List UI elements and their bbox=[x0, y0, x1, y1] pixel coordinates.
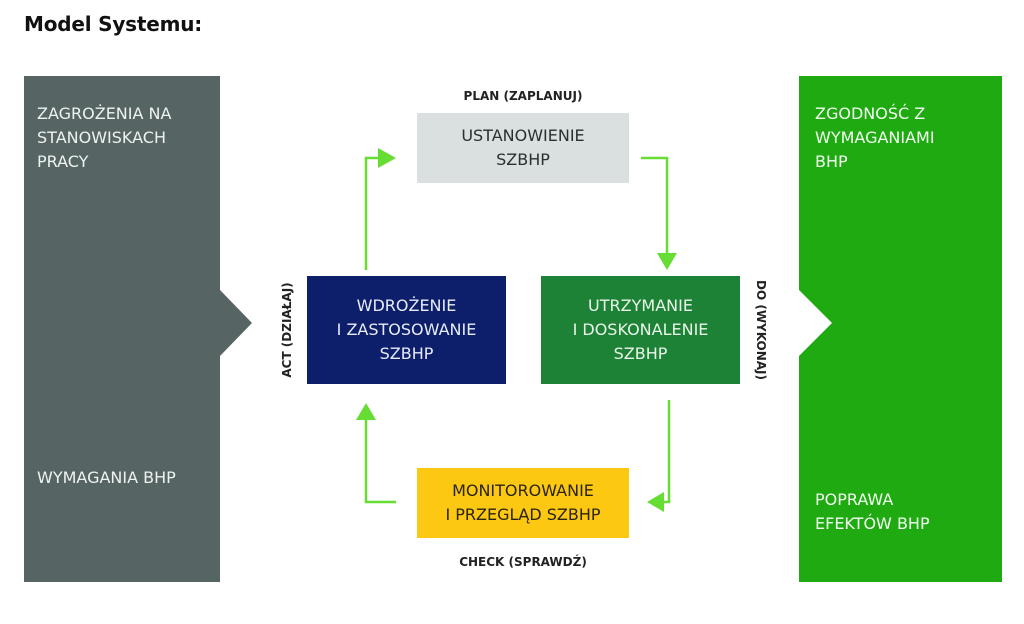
inputs-panel: ZAGROŻENIA NA STANOWISKACH PRACY WYMAGAN… bbox=[24, 76, 220, 582]
phase-label-plan: PLAN (ZAPLANUJ) bbox=[463, 89, 583, 103]
check-box-text: MONITOROWANIE I PRZEGLĄD SZBHP bbox=[445, 481, 601, 524]
output-arrow-notch-icon bbox=[799, 290, 832, 356]
arrow-check-to-act bbox=[364, 418, 396, 504]
input-arrow-icon bbox=[220, 290, 252, 356]
plan-box-text: USTANOWIENIE SZBHP bbox=[461, 126, 585, 169]
outputs-panel: ZGODNOŚĆ Z WYMAGANIAMI BHP POPRAWA EFEKT… bbox=[799, 76, 1002, 582]
arrow-do-to-check bbox=[662, 400, 671, 504]
arrowhead-icon bbox=[647, 492, 664, 512]
output-improvement-label: POPRAWA EFEKTÓW BHP bbox=[815, 490, 930, 533]
phase-label-check: CHECK (SPRAWDŹ) bbox=[459, 555, 587, 569]
input-requirements-label: WYMAGANIA BHP bbox=[37, 468, 176, 487]
input-hazards-label: ZAGROŻENIA NA STANOWISKACH PRACY bbox=[37, 104, 172, 171]
diagram-title: Model Systemu: bbox=[24, 12, 203, 36]
do-box: UTRZYMANIE I DOSKONALENIE SZBHP bbox=[541, 276, 740, 384]
arrowhead-icon bbox=[657, 253, 677, 270]
plan-box: USTANOWIENIE SZBHP bbox=[417, 113, 629, 183]
arrow-act-to-plan bbox=[364, 156, 380, 270]
arrow-plan-to-do bbox=[641, 156, 669, 255]
arrowhead-icon bbox=[378, 148, 396, 168]
arrowhead-icon bbox=[356, 403, 376, 420]
output-compliance-label: ZGODNOŚĆ Z WYMAGANIAMI BHP bbox=[815, 104, 935, 171]
check-box: MONITOROWANIE I PRZEGLĄD SZBHP bbox=[417, 468, 629, 538]
act-box-text: WDROŻENIE I ZASTOSOWANIE SZBHP bbox=[336, 296, 477, 363]
do-box-text: UTRZYMANIE I DOSKONALENIE SZBHP bbox=[572, 296, 709, 363]
act-box: WDROŻENIE I ZASTOSOWANIE SZBHP bbox=[307, 276, 506, 384]
